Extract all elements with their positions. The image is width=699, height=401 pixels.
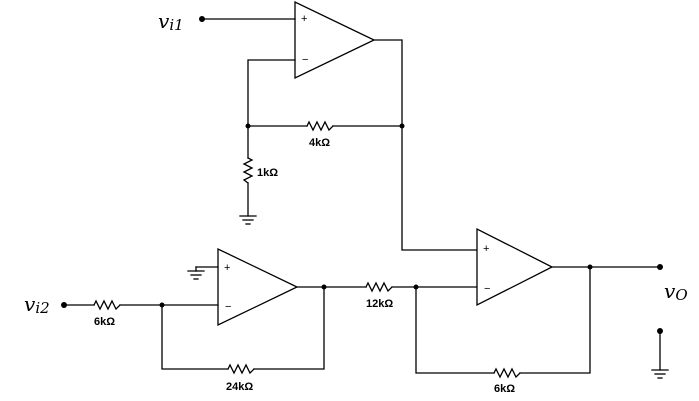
resistor-1k-label: 1kΩ xyxy=(257,167,278,179)
wire-24k-right xyxy=(253,286,325,370)
opamp-right-minus-label: − xyxy=(484,283,490,295)
opamp-top xyxy=(294,0,376,80)
resistor-6k-fb-label: 6kΩ xyxy=(494,383,515,395)
wire-top-minus xyxy=(247,59,296,127)
resistor-12k-label: 12kΩ xyxy=(366,298,393,310)
opamp-right xyxy=(476,227,554,307)
resistor-24k xyxy=(227,363,255,375)
opamp-left xyxy=(217,247,299,327)
opamp-left-minus-label: − xyxy=(225,301,231,313)
opamp-right-plus-label: + xyxy=(483,243,489,255)
wire-top-output xyxy=(373,39,478,251)
resistor-6k-in xyxy=(93,299,121,311)
resistor-1k xyxy=(242,157,254,184)
resistor-6k-in-label: 6kΩ xyxy=(94,316,115,328)
ground-left-plus xyxy=(187,266,205,280)
resistor-4k-label: 4kΩ xyxy=(309,137,330,149)
opamp-left-plus-label: + xyxy=(224,262,230,274)
opamp-top-plus-label: + xyxy=(301,13,307,25)
node-top-output xyxy=(399,123,405,129)
resistor-4k xyxy=(306,120,334,132)
output-terminal xyxy=(657,264,663,270)
resistor-12k xyxy=(365,281,393,293)
resistor-24k-label: 24kΩ xyxy=(226,381,253,393)
wire-6k-fb-right xyxy=(519,266,591,374)
output-vo-label: vO xyxy=(664,279,688,304)
input-vi2-label: vi2 xyxy=(24,292,50,317)
resistor-6k-fb xyxy=(493,367,521,379)
wire-6k-fb-left xyxy=(415,286,495,374)
input-vi1-label: vi1 xyxy=(158,9,184,34)
wire-24k-left xyxy=(161,304,229,370)
ground-output xyxy=(651,369,669,379)
ground-1k xyxy=(239,215,257,225)
node-left-output xyxy=(321,284,327,290)
opamp-top-minus-label: − xyxy=(302,54,308,66)
node-output xyxy=(587,264,593,270)
